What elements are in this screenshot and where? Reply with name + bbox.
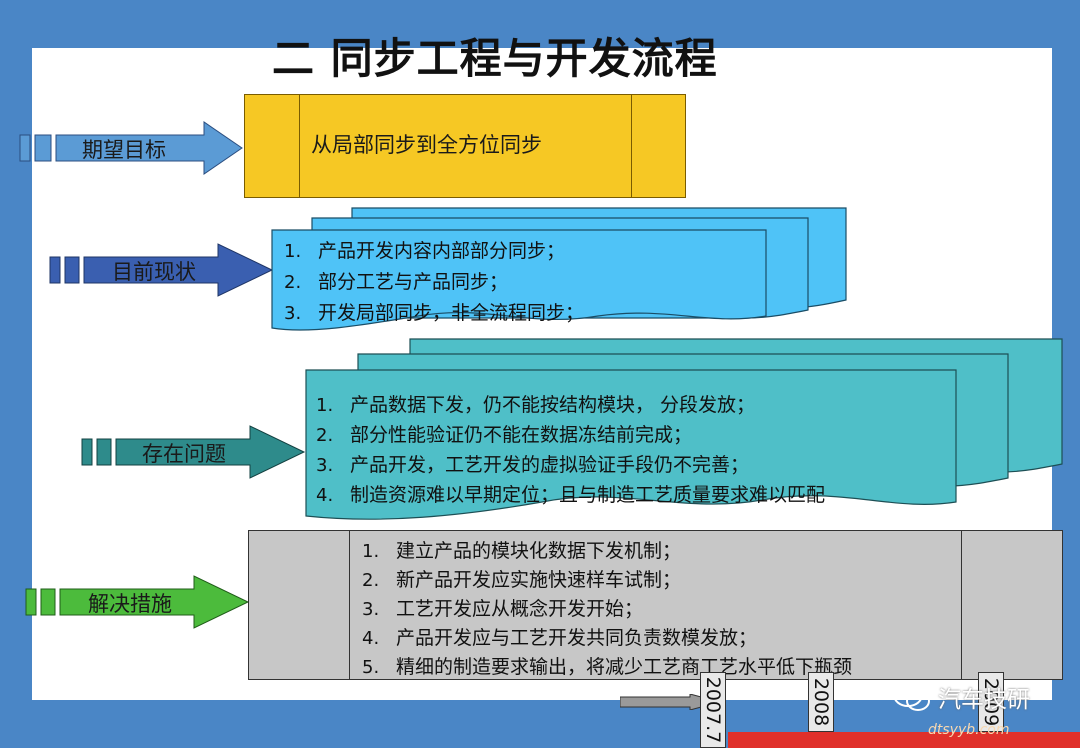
wechat-icon bbox=[893, 683, 930, 711]
goal-text: 从局部同步到全方位同步 bbox=[311, 133, 542, 157]
list-item: 1.建立产品的模块化数据下发机制； bbox=[362, 540, 682, 562]
problems-arrow-shape bbox=[81, 425, 306, 479]
goal-arrow-shape bbox=[19, 121, 243, 175]
list-item: 4.产品开发应与工艺开发共同负责数模发放； bbox=[362, 627, 758, 649]
current-label: 目前现状 bbox=[112, 260, 196, 284]
list-item: 3.开发局部同步，非全流程同步； bbox=[284, 302, 585, 324]
problems-arrow: 存在问题 bbox=[81, 424, 306, 480]
watermark: 汽车技研 bbox=[892, 680, 1030, 714]
current-stack bbox=[271, 207, 847, 331]
goal-box: 从局部同步到全方位同步 bbox=[244, 94, 686, 198]
goal-arrow: 期望目标 bbox=[19, 120, 244, 176]
goal-label: 期望目标 bbox=[82, 138, 166, 162]
list-item: 2.部分性能验证仍不能在数据冻结前完成； bbox=[316, 424, 693, 446]
problems-stack bbox=[305, 338, 1063, 520]
solutions-arrow: 解决措施 bbox=[25, 574, 250, 630]
year-label: 2008 bbox=[810, 677, 832, 727]
solutions-arrow-shape bbox=[25, 575, 250, 629]
list-item: 5.精细的制造要求输出，将减少工艺商工艺水平低下瓶颈 bbox=[362, 656, 853, 678]
list-item: 1.产品开发内容内部部分同步； bbox=[284, 240, 566, 262]
list-item: 1.产品数据下发，仍不能按结构模块， 分段发放； bbox=[316, 394, 756, 416]
timeline-red-bar bbox=[728, 732, 1080, 748]
list-item: 3.产品开发，工艺开发的虚拟验证手段仍不完善； bbox=[316, 454, 750, 476]
slide-title: 二 同步工程与开发流程 bbox=[272, 34, 718, 83]
solutions-box bbox=[248, 530, 1063, 680]
list-item: 4.制造资源难以早期定位；且与制造工艺质量要求难以匹配 bbox=[316, 484, 826, 506]
list-item: 2.新产品开发应实施快速样车试制； bbox=[362, 569, 682, 591]
year-box-2007: 2007.7 bbox=[700, 672, 726, 748]
watermark-site: dtsyyb.com bbox=[928, 722, 1010, 738]
watermark-text: 汽车技研 bbox=[938, 687, 1030, 713]
year-label: 2007.7 bbox=[702, 676, 724, 744]
problems-label: 存在问题 bbox=[142, 442, 226, 466]
solutions-label: 解决措施 bbox=[88, 592, 172, 616]
current-arrow-shape bbox=[49, 243, 274, 297]
list-item: 3.工艺开发应从概念开发开始； bbox=[362, 598, 644, 620]
current-arrow: 目前现状 bbox=[49, 242, 274, 298]
year-box-2008: 2008 bbox=[808, 672, 834, 732]
list-item: 2.部分工艺与产品同步； bbox=[284, 271, 509, 293]
year-box-2009: 2009 bbox=[978, 672, 1004, 732]
